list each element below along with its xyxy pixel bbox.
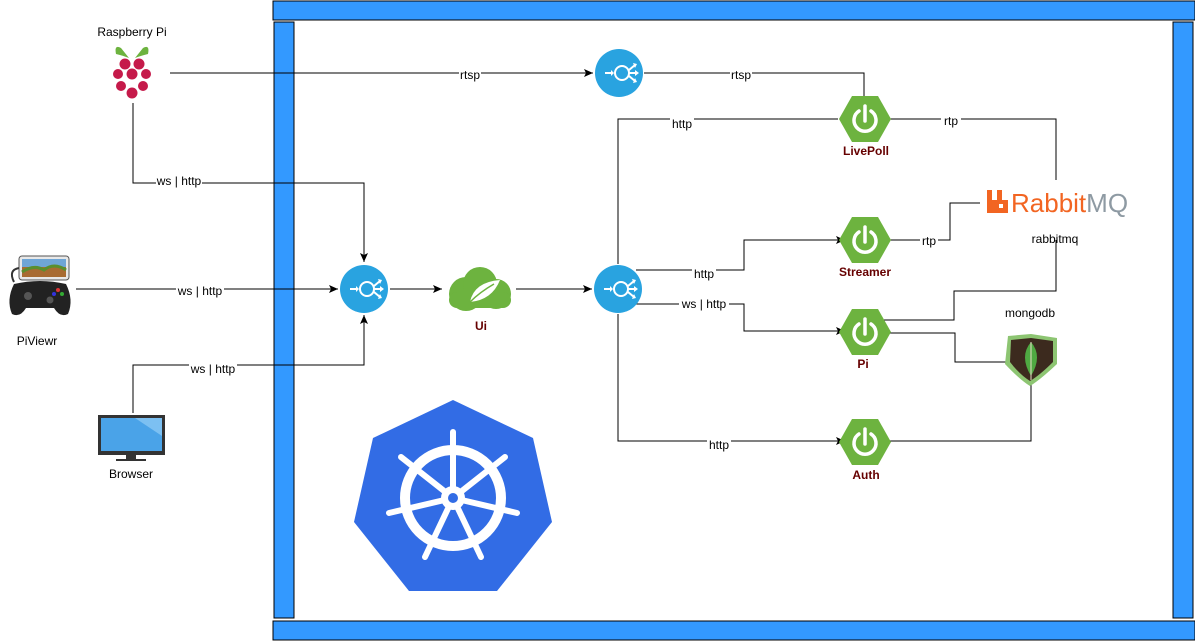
label-rtp-livepoll: rtp: [944, 114, 958, 128]
rabbitmq-node: RabbitMQ rabbitmq: [987, 188, 1128, 246]
lb-ingress: [339, 264, 389, 314]
livepoll-power-icon: [837, 94, 893, 144]
edge-browser-ws: [132, 315, 368, 413]
lb-rtsp: [594, 48, 644, 98]
raspberry-pi-node: Raspberry Pi: [97, 25, 167, 99]
browser-node: Browser: [98, 415, 165, 481]
label-http-livepoll: http: [672, 117, 692, 131]
ui-label: Ui: [475, 319, 487, 333]
pi-label: Pi: [857, 357, 868, 371]
mongodb-leaf-icon: [1005, 334, 1057, 386]
lb-services: [593, 264, 643, 314]
edge-lb2-pi: [636, 303, 845, 335]
edge-pi-mongo: [888, 332, 1030, 366]
auth-label: Auth: [852, 468, 879, 482]
label-http-auth: http: [709, 438, 729, 452]
ui-service: Ui: [449, 267, 511, 333]
rabbitmq-logo-icon: [987, 190, 1008, 213]
spring-leaf-icon: [449, 267, 511, 311]
edge-lb2-auth: [617, 314, 845, 445]
connectors: [76, 69, 1057, 445]
auth-power-icon: [837, 417, 893, 467]
label-rtsp-in: rtsp: [460, 68, 480, 82]
rabbitmq-label: rabbitmq: [1032, 232, 1079, 246]
auth-service: Auth: [837, 417, 893, 482]
streamer-power-icon: [837, 215, 893, 265]
mongodb-label: mongodb: [1005, 306, 1055, 320]
cluster-frame: [272, 0, 1195, 641]
edge-livepoll-rabbit: [890, 118, 1057, 180]
edge-labels: rtsp rtsp ws | http ws | http ws | http …: [156, 68, 961, 452]
edge-rtsp-livepoll: [644, 72, 868, 110]
raspberry-pi-icon: [113, 46, 151, 99]
kubernetes-logo-icon: [354, 400, 552, 591]
label-http-streamer: http: [694, 267, 714, 281]
edge-lb2-streamer: [636, 236, 845, 271]
label-ws-pi: ws | http: [681, 297, 727, 311]
gamepad-icon: [9, 255, 71, 316]
rabbitmq-wordmark: RabbitMQ: [1011, 188, 1128, 218]
monitor-icon: [98, 415, 165, 461]
streamer-label: Streamer: [839, 265, 891, 279]
pi-power-icon: [837, 307, 893, 357]
label-ws-piviewr: ws | http: [177, 284, 223, 298]
livepoll-label: LivePoll: [843, 144, 889, 158]
label-ws-rpi: ws | http: [156, 174, 202, 188]
label-ws-browser: ws | http: [190, 362, 236, 376]
piviewr-label: PiViewr: [17, 334, 57, 348]
pi-service: Pi: [837, 307, 893, 371]
label-rtp-streamer: rtp: [922, 234, 936, 248]
raspberry-pi-label: Raspberry Pi: [97, 25, 166, 39]
label-rtsp-out: rtsp: [731, 68, 751, 82]
livepoll-service: LivePoll: [837, 94, 893, 158]
streamer-service: Streamer: [837, 215, 893, 279]
piviewr-node: PiViewr: [9, 255, 71, 348]
browser-label: Browser: [109, 467, 153, 481]
mongodb-node: mongodb: [1005, 306, 1057, 386]
edge-lb2-livepoll: [617, 118, 838, 264]
edge-rpi-ws: [132, 103, 368, 262]
